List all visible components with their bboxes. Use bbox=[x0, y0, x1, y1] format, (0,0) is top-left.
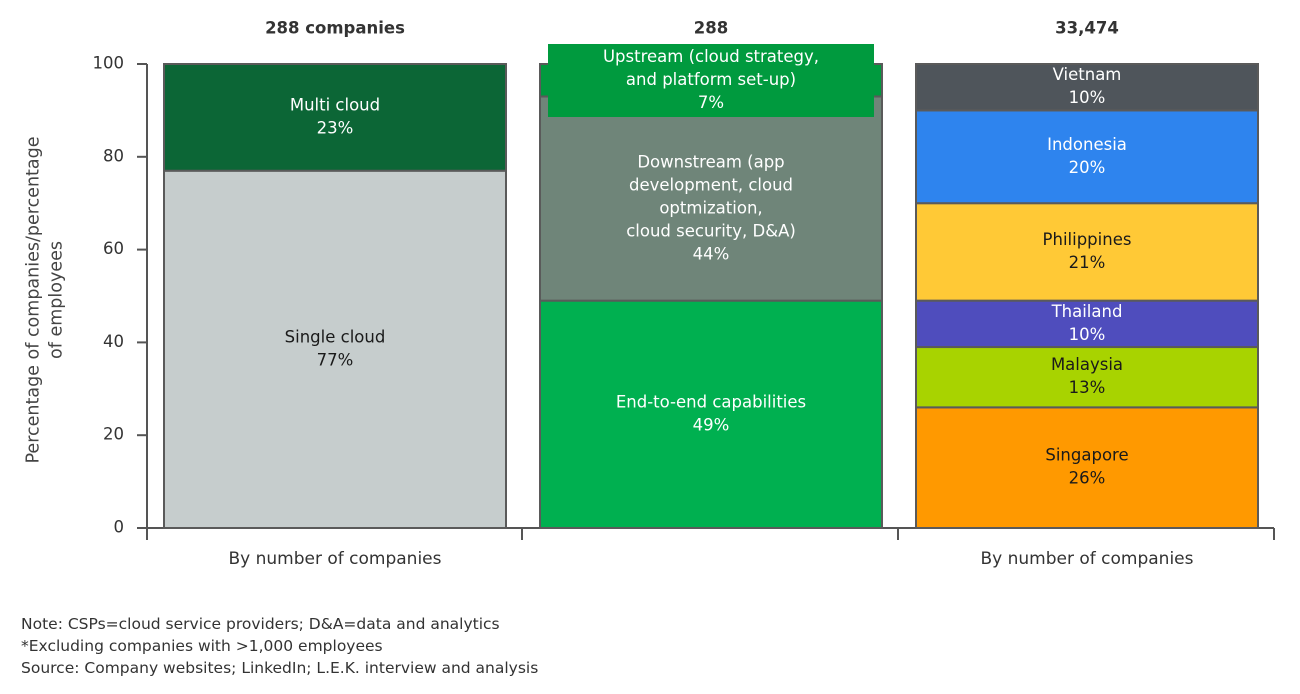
segment-value-label: 10% bbox=[1069, 88, 1106, 107]
segment-label: and platform set-up) bbox=[626, 70, 796, 89]
segment-value-label: 49% bbox=[693, 415, 730, 434]
segment-label: Upstream (cloud strategy, bbox=[603, 47, 819, 66]
source-note: Source: Company websites; LinkedIn; L.E.… bbox=[21, 659, 539, 677]
bar-segment bbox=[915, 406, 1259, 529]
segment-label: development, cloud bbox=[629, 175, 793, 194]
bar-segment bbox=[915, 109, 1259, 205]
bar-segment bbox=[539, 95, 883, 302]
segment-label: Single cloud bbox=[285, 327, 386, 346]
segment-label: Thailand bbox=[1051, 302, 1123, 321]
segment-value-label: 26% bbox=[1069, 469, 1106, 488]
segment-label: Malaysia bbox=[1051, 355, 1123, 374]
segment-value-label: 77% bbox=[317, 350, 354, 369]
bar-header: 33,474 bbox=[1055, 19, 1119, 38]
exclusion-note: *Excluding companies with >1,000 employe… bbox=[21, 637, 383, 655]
bar-header: 288 companies bbox=[265, 19, 405, 38]
segment-label: Downstream (app bbox=[637, 152, 784, 171]
segment-label: cloud security, D&A) bbox=[626, 221, 796, 240]
y-axis-title: Percentage of companies/percentage bbox=[24, 136, 44, 463]
bar-segment bbox=[915, 299, 1259, 349]
x-category-label: By number of companies bbox=[981, 549, 1194, 569]
segment-value-label: 10% bbox=[1069, 325, 1106, 344]
segment-value-label: 13% bbox=[1069, 378, 1106, 397]
bar-segment bbox=[915, 202, 1259, 302]
bar-segment bbox=[163, 169, 507, 529]
y-axis-title: of employees bbox=[47, 241, 67, 359]
segment-label: Philippines bbox=[1043, 230, 1132, 249]
segment-value-label: 44% bbox=[693, 244, 730, 263]
bar-header: 288 bbox=[694, 19, 728, 38]
y-tick-label: 0 bbox=[114, 518, 125, 537]
segment-label: Indonesia bbox=[1047, 135, 1127, 154]
segment-value-label: 23% bbox=[317, 118, 354, 137]
y-tick-label: 20 bbox=[103, 425, 124, 444]
x-category-label: By number of companies bbox=[229, 549, 442, 569]
segment-label: Multi cloud bbox=[290, 95, 380, 114]
segment-value-label: 21% bbox=[1069, 253, 1106, 272]
chart-notes: Note: CSPs=cloud service providers; D&A=… bbox=[21, 613, 538, 679]
segment-label: End-to-end capabilities bbox=[616, 392, 806, 411]
y-tick-label: 80 bbox=[103, 146, 124, 165]
bar-segment bbox=[163, 63, 507, 172]
note-text: Note: CSPs=cloud service providers; D&A=… bbox=[21, 615, 500, 633]
y-tick-label: 40 bbox=[103, 332, 124, 351]
bar-segment bbox=[915, 63, 1259, 112]
y-tick-label: 60 bbox=[103, 239, 124, 258]
segment-label: Vietnam bbox=[1053, 65, 1122, 84]
bar-segment-callout bbox=[548, 44, 874, 117]
segment-label: Singapore bbox=[1045, 446, 1128, 465]
y-tick-label: 100 bbox=[93, 54, 125, 73]
segment-value-label: 20% bbox=[1069, 158, 1106, 177]
segment-label: optmization, bbox=[659, 198, 762, 217]
segment-value-label: 7% bbox=[698, 93, 724, 112]
bar-segment bbox=[539, 299, 883, 530]
bar-segment bbox=[915, 346, 1259, 409]
